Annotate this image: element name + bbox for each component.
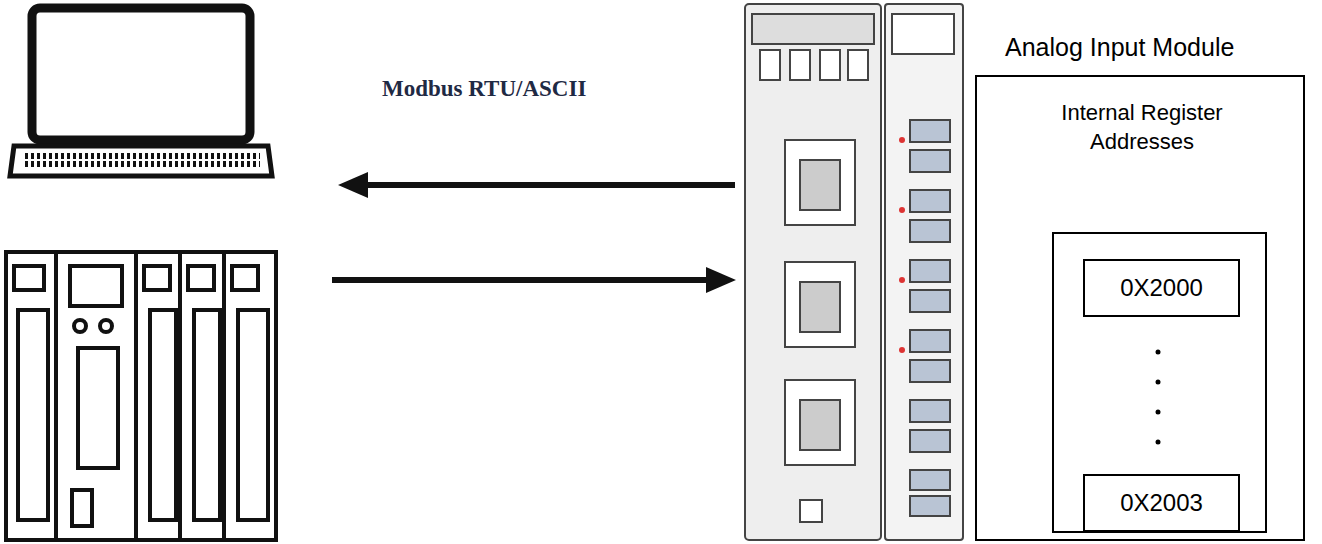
register-address: 0X2003	[1085, 487, 1238, 518]
remote-io-device	[745, 4, 963, 540]
plc-rack	[6, 252, 276, 540]
protocol-label: Modbus RTU/ASCII	[382, 76, 586, 102]
module-box: Analog Input ModuleInternal Register Add…	[975, 75, 1305, 541]
laptop-icon	[10, 8, 272, 176]
register-heading: Internal Register Addresses	[1032, 99, 1252, 156]
register-group-box: 0X2000 0X2003	[1052, 232, 1267, 533]
ellipsis-dots	[1156, 350, 1161, 445]
register-box: 0X2003	[1083, 474, 1240, 532]
module-title: Analog Input Module	[1005, 31, 1322, 64]
register-box: 0X2000	[1083, 259, 1240, 317]
comm-arrows	[332, 172, 736, 293]
register-address: 0X2000	[1085, 272, 1238, 303]
